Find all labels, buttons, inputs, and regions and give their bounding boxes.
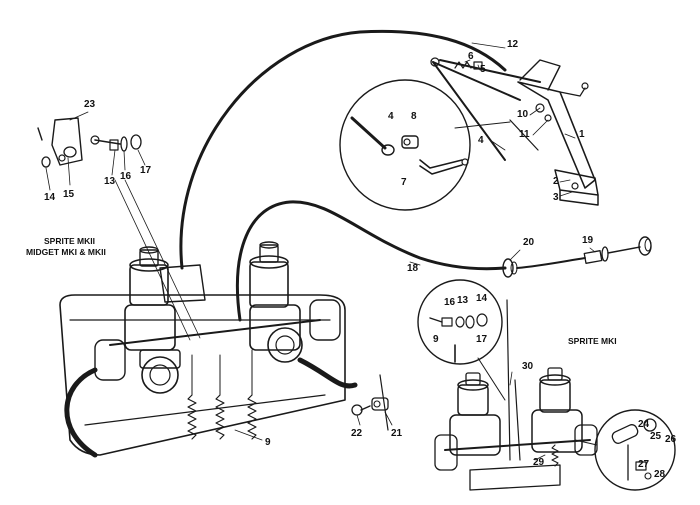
caption-sprite-mkii-line1: SPRITE MKII — [44, 236, 96, 246]
leader-lines — [45, 42, 596, 461]
callout-6: 6 — [468, 51, 474, 62]
callout-7: 7 — [401, 177, 407, 188]
callout-9-mki: 9 — [433, 334, 439, 345]
callout-16-mki: 16 — [444, 297, 456, 308]
callout-1: 1 — [579, 129, 585, 140]
callout-11: 11 — [519, 129, 530, 140]
callout-25: 25 — [650, 431, 662, 442]
callout-29: 29 — [533, 457, 545, 468]
callout-21: 21 — [391, 428, 403, 439]
callout-3: 3 — [553, 192, 559, 203]
callout-2: 2 — [553, 176, 559, 187]
callout-14-upper: 14 — [44, 192, 56, 203]
callout-23: 23 — [84, 99, 96, 110]
callout-22: 22 — [351, 428, 363, 439]
callout-16-upper: 16 — [120, 171, 132, 182]
pinch-bolt-parts — [351, 374, 389, 431]
mki-choke-detail — [574, 409, 676, 491]
caption-sprite-mkii-line2: MIDGET MKI & MKII — [26, 246, 106, 257]
callout-27: 27 — [638, 459, 650, 470]
callout-9-main: 9 — [265, 437, 271, 448]
linkage-parts — [37, 117, 142, 168]
callout-18: 18 — [407, 263, 419, 274]
callout-15: 15 — [63, 189, 75, 200]
choke-cable — [235, 200, 652, 322]
callout-19: 19 — [582, 235, 594, 246]
callout-20: 20 — [523, 237, 535, 248]
mki-carburettor-assembly — [434, 299, 598, 491]
twin-carburettor-assembly — [59, 241, 358, 458]
caption-sprite-mkii: SPRITE MKII MIDGET MKI & MKII — [26, 236, 106, 257]
callout-17-upper: 17 — [140, 165, 152, 176]
callout-17-mki: 17 — [476, 334, 488, 345]
mki-linkage-detail — [417, 279, 506, 401]
callout-4-detail: 4 — [388, 111, 394, 122]
callout-28: 28 — [654, 469, 666, 480]
callout-26: 26 — [665, 434, 677, 445]
cable-end-detail — [339, 79, 511, 211]
callout-13-upper: 13 — [104, 176, 116, 187]
callout-5: 5 — [480, 64, 486, 75]
callout-10: 10 — [517, 109, 529, 120]
callout-13-mki: 13 — [457, 295, 469, 306]
callout-30: 30 — [522, 361, 534, 372]
callout-8: 8 — [411, 111, 417, 122]
caption-sprite-mki: SPRITE MKI — [568, 336, 617, 346]
callout-12: 12 — [507, 39, 519, 50]
throttle-cable — [179, 29, 507, 270]
callout-14-mki: 14 — [476, 293, 488, 304]
pedal-assembly — [430, 57, 599, 206]
callout-4-pedal: 4 — [478, 135, 484, 146]
callout-24: 24 — [638, 419, 650, 430]
